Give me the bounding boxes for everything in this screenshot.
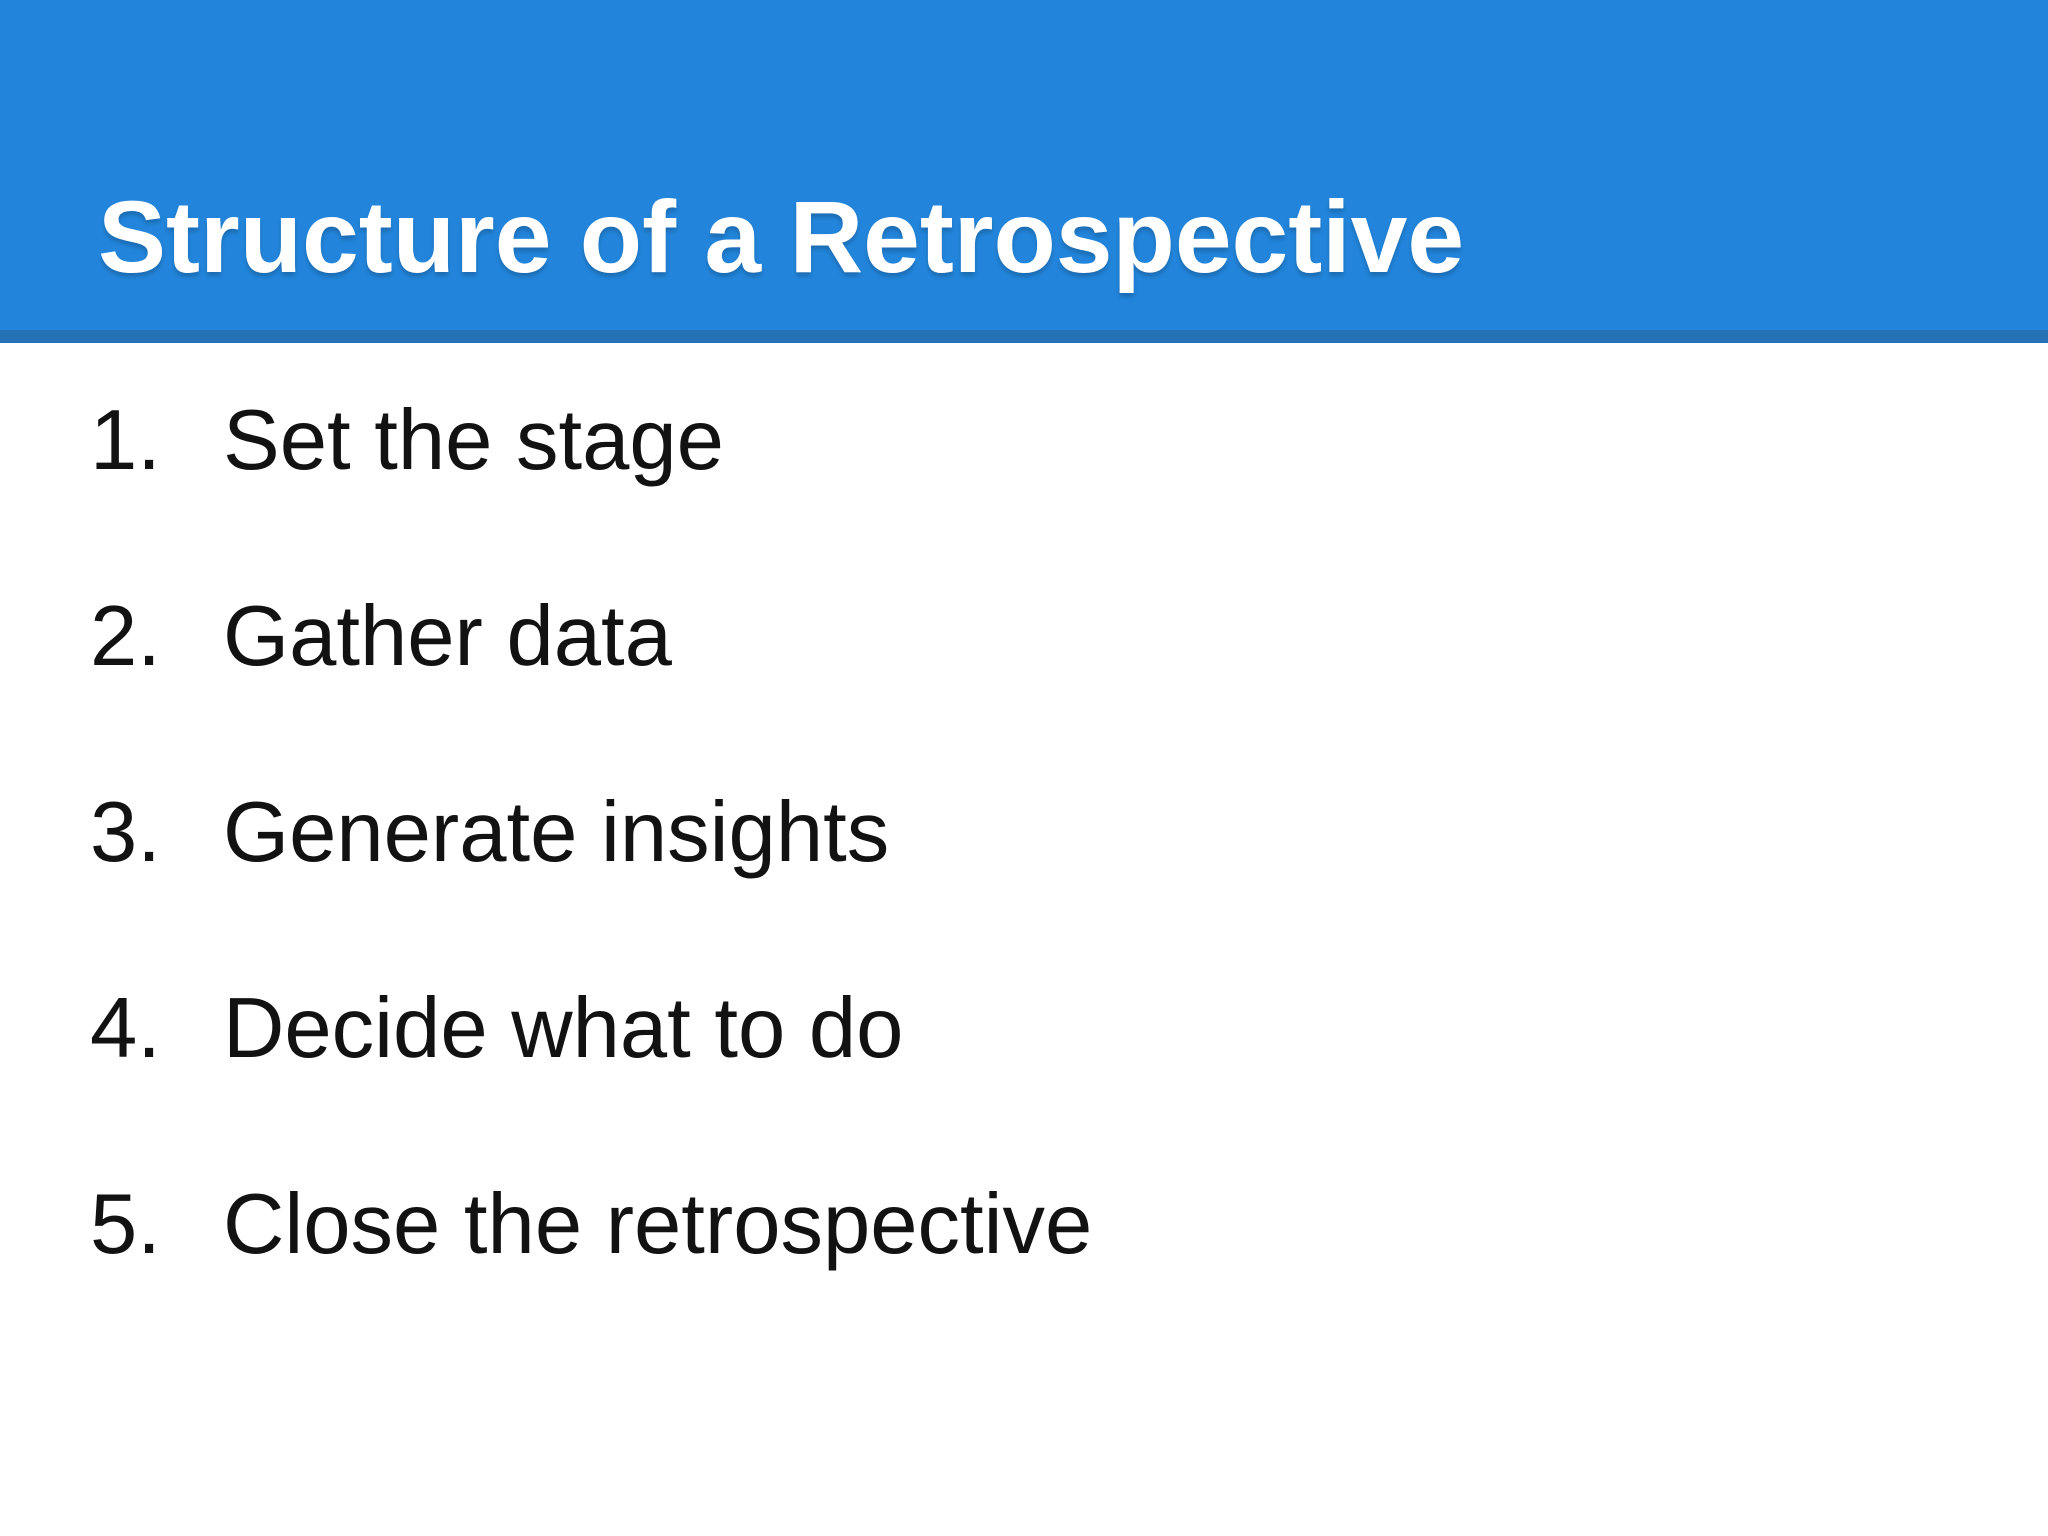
- step-number: 1.: [90, 393, 161, 488]
- list-item: 3. Generate insights: [90, 790, 1092, 875]
- step-label: Gather data: [223, 589, 672, 684]
- slide-header: Structure of a Retrospective: [0, 0, 2048, 330]
- retrospective-steps-list: 1. Set the stage 2. Gather data 3. Gener…: [90, 398, 1092, 1378]
- step-label: Generate insights: [223, 785, 890, 880]
- list-item: 2. Gather data: [90, 594, 1092, 679]
- step-label: Set the stage: [223, 393, 724, 488]
- list-item: 1. Set the stage: [90, 398, 1092, 483]
- step-number: 4.: [90, 981, 161, 1076]
- list-item: 5. Close the retrospective: [90, 1182, 1092, 1267]
- step-label: Close the retrospective: [223, 1177, 1093, 1272]
- step-number: 3.: [90, 785, 161, 880]
- step-number: 5.: [90, 1177, 161, 1272]
- slide-title: Structure of a Retrospective: [98, 180, 1465, 294]
- step-number: 2.: [90, 589, 161, 684]
- step-label: Decide what to do: [223, 981, 904, 1076]
- header-accent-stripe: [0, 330, 2048, 343]
- list-item: 4. Decide what to do: [90, 986, 1092, 1071]
